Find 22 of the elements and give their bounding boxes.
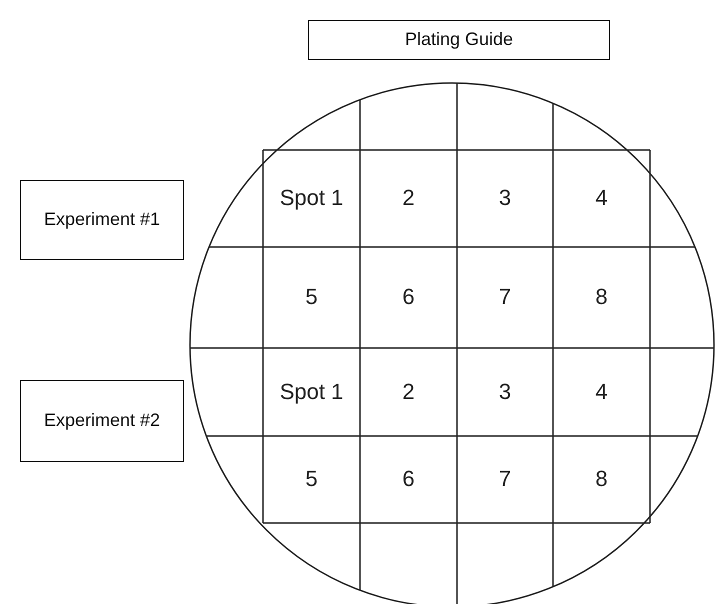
spot-number: 6 <box>402 285 415 310</box>
spot-number: 4 <box>595 380 608 404</box>
box-title: Experiment #2 <box>44 409 160 432</box>
title-box <box>308 20 610 60</box>
spot-number: 7 <box>498 467 512 492</box>
spot-number: 5 <box>305 467 318 492</box>
spot-number: 7 <box>498 285 512 310</box>
box-title: Plating Guide <box>404 28 514 52</box>
spot-number: Spot 1 <box>280 186 344 211</box>
experiment-label-box <box>20 380 184 462</box>
spot-number: 2 <box>402 380 415 404</box>
spot-number: 4 <box>595 186 608 211</box>
spot-number: 6 <box>402 467 415 492</box>
spot-number: 8 <box>595 467 608 492</box>
spot-number: 3 <box>498 380 512 404</box>
spot-number: Spot 1 <box>280 380 344 404</box>
spot-number: 8 <box>595 285 608 310</box>
experiment-label-box <box>20 180 184 260</box>
spot-number: 2 <box>402 186 415 211</box>
spot-number: 3 <box>498 186 512 211</box>
box-title: Experiment #1 <box>44 208 160 232</box>
spot-number: 5 <box>305 285 318 310</box>
